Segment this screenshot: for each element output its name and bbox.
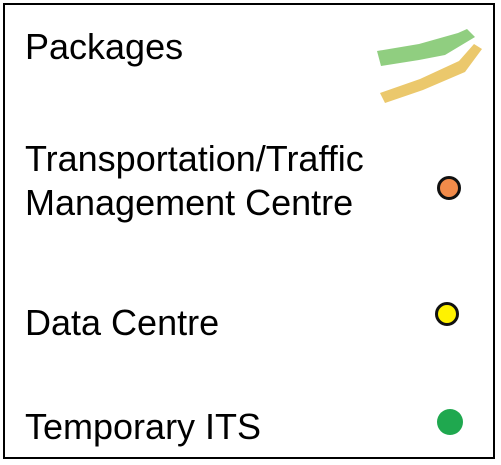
legend-label-tmc-line-1: Transportation/Traffic — [25, 138, 364, 179]
green-circle-icon — [437, 409, 463, 435]
yellow-circle-icon — [435, 302, 459, 326]
legend-label-packages: Packages — [25, 26, 184, 67]
legend-label-tmc-line-2: Management Centre — [25, 182, 354, 223]
legend-label-temporary-its: Temporary ITS — [25, 406, 262, 447]
legend-panel: Packages Transportation/Traffic Manageme… — [3, 3, 495, 459]
packages-polyline-icon — [377, 29, 482, 103]
orange-circle-icon — [437, 176, 461, 200]
legend-label-tmc: Transportation/Traffic Management Centre — [25, 137, 364, 225]
legend-label-data-centre: Data Centre — [25, 302, 220, 343]
